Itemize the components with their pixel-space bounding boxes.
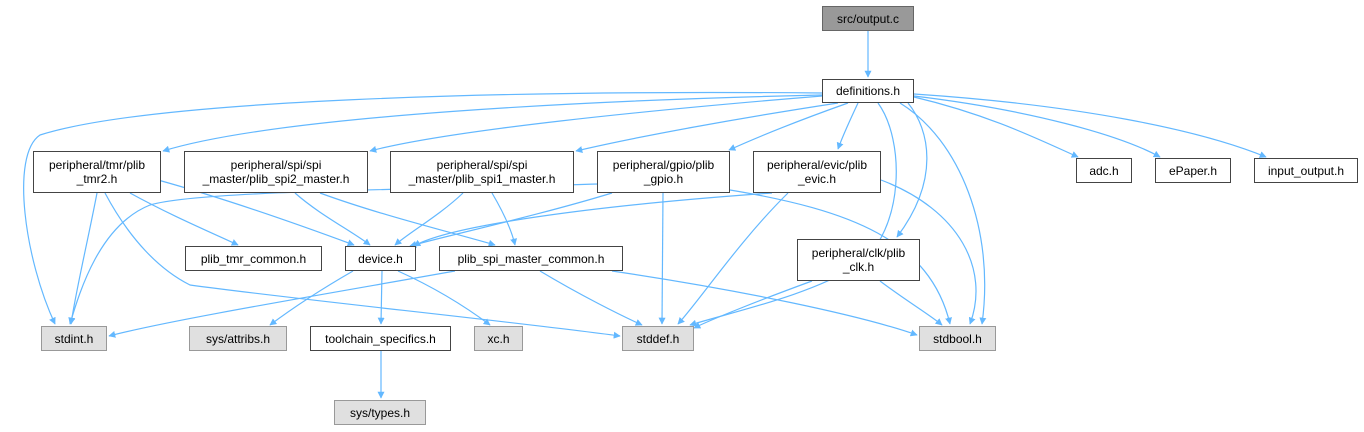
node-xc-h: xc.h — [474, 326, 523, 351]
edge-definitions-to-stddef — [689, 102, 897, 327]
edge-tmr2-to-stddef — [104, 192, 621, 339]
edge-clk-to-stddef — [693, 280, 813, 329]
edge-spi-common-to-stdbool — [611, 270, 918, 337]
node-epaper-h[interactable]: ePaper.h — [1155, 158, 1231, 183]
node-definitions-h[interactable]: definitions.h — [822, 79, 914, 103]
edge-clk-to-stdbool — [879, 280, 943, 326]
edge-definitions-to-input-output — [913, 93, 1267, 158]
edge-tmr2-to-stdint — [68, 192, 98, 325]
edge-spi2-to-device — [294, 192, 371, 246]
edge-definitions-to-epaper — [913, 95, 1161, 158]
edge-tmr2-to-tmr-common — [129, 192, 239, 246]
edge-spi-common-to-stdint — [108, 270, 456, 338]
edge-definitions-to-spi1 — [575, 102, 839, 153]
edge-gpio-to-stddef — [658, 192, 666, 325]
edge-evic-to-device — [413, 192, 773, 247]
edge-definitions-to-spi2 — [369, 95, 823, 153]
edge-definitions-to-stdint — [23, 91, 823, 325]
edge-definitions-to-clk — [896, 102, 928, 238]
node-sys-attribs-h: sys/attribs.h — [189, 326, 287, 351]
node-plib-clk-h[interactable]: peripheral/clk/plib _clk.h — [797, 239, 920, 281]
edge-spi-common-to-stddef — [539, 270, 643, 326]
edge-definitions-to-adc — [913, 96, 1079, 158]
edge-definitions-to-stdbool — [899, 102, 987, 325]
node-stddef-h: stddef.h — [622, 326, 694, 351]
edge-gpio-to-device — [409, 192, 613, 248]
node-stdint-h: stdint.h — [41, 326, 107, 351]
node-plib-tmr2-h[interactable]: peripheral/tmr/plib _tmr2.h — [33, 151, 161, 193]
edge-definitions-to-gpio — [728, 102, 849, 151]
node-plib-spi-master-common-h[interactable]: plib_spi_master_common.h — [439, 246, 623, 271]
edge-device-to-xc — [397, 270, 491, 326]
edge-spi1-to-spi-common — [491, 192, 517, 246]
node-plib-evic-h[interactable]: peripheral/evic/plib _evic.h — [753, 151, 881, 193]
edge-device-to-sys-attribs — [269, 270, 354, 326]
node-stdbool-h: stdbool.h — [919, 326, 996, 351]
node-adc-h[interactable]: adc.h — [1076, 158, 1132, 183]
node-plib-spi2-master-h[interactable]: peripheral/spi/spi _master/plib_spi2_mas… — [184, 151, 368, 193]
edge-spi1-to-device — [394, 192, 464, 246]
node-input-output-h[interactable]: input_output.h — [1254, 158, 1358, 183]
node-sys-types-h: sys/types.h — [334, 400, 426, 425]
node-toolchain-specifics-h[interactable]: toolchain_specifics.h — [310, 326, 451, 351]
edge-spi2-to-spi-common — [319, 192, 496, 247]
node-device-h[interactable]: device.h — [345, 246, 416, 271]
edge-gpio-to-stdbool — [729, 189, 952, 325]
node-plib-tmr-common-h[interactable]: plib_tmr_common.h — [185, 246, 322, 271]
edge-device-to-toolchain — [377, 270, 385, 325]
edge-definitions-to-tmr2 — [162, 94, 823, 153]
edge-definitions-to-evic — [836, 102, 859, 150]
edge-evic-to-stddef — [677, 192, 789, 325]
node-plib-gpio-h[interactable]: peripheral/gpio/plib _gpio.h — [597, 151, 730, 193]
node-output-c: src/output.c — [822, 6, 914, 31]
edge-evic-to-stdbool — [880, 179, 977, 325]
edges-layer — [23, 31, 1267, 399]
node-plib-spi1-master-h[interactable]: peripheral/spi/spi _master/plib_spi1_mas… — [390, 151, 574, 193]
